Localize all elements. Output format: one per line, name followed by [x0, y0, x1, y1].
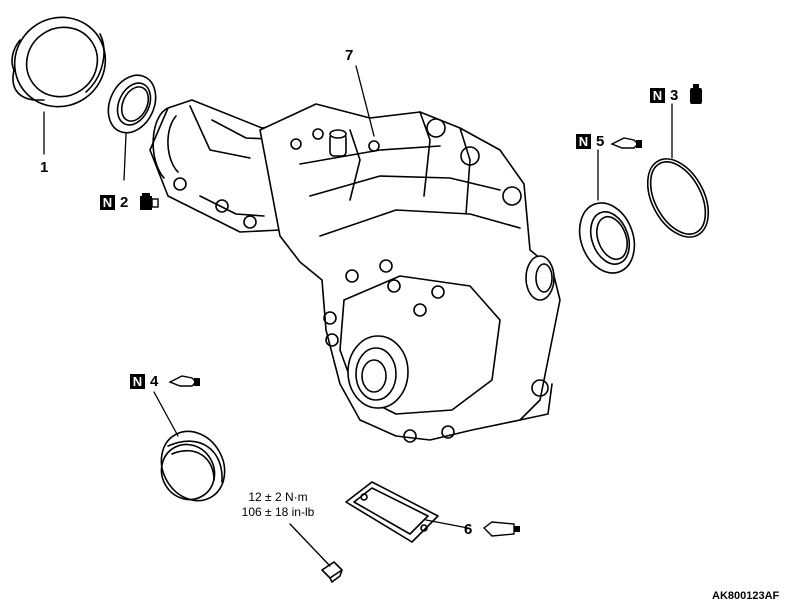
- oil-can-icon: [168, 375, 200, 387]
- leader-lines: [43, 65, 673, 567]
- callout-4: 4: [150, 373, 159, 390]
- part-3-o-ring: [646, 158, 710, 238]
- transfer-case-assembly: [149, 99, 561, 443]
- torque-metric: 12 ± 2 N·m: [248, 490, 308, 504]
- oil-can-icon: [610, 137, 642, 149]
- figure-code: AK800123AF: [712, 590, 780, 602]
- part-2-oil-seal: [107, 74, 157, 134]
- sealant-tube-icon: [690, 84, 702, 104]
- torque-imperial: 106 ± 18 in-lb: [241, 505, 315, 519]
- callout-3: 3: [670, 87, 679, 104]
- callout-7: 7: [345, 47, 354, 64]
- grease-can-icon: [140, 193, 159, 210]
- callout-1: 1: [40, 159, 49, 176]
- part-4-oil-seal: [160, 430, 226, 502]
- new-part-mark-3: N: [650, 88, 665, 103]
- callout-5: 5: [596, 133, 605, 150]
- new-part-mark-2: N: [100, 195, 115, 210]
- part-1-sleeve: [11, 16, 107, 108]
- sealant-tube-icon: [482, 521, 520, 537]
- torque-spec: 12 ± 2 N·m 106 ± 18 in-lb: [218, 490, 338, 520]
- callout-6: 6: [464, 521, 473, 538]
- part-5-oil-seal: [578, 202, 636, 274]
- new-part-mark-5: N: [576, 134, 591, 149]
- bolt: [321, 561, 343, 583]
- new-part-mark-4: N: [130, 374, 145, 389]
- part-6-gasket: [345, 481, 439, 543]
- callout-2: 2: [120, 194, 129, 211]
